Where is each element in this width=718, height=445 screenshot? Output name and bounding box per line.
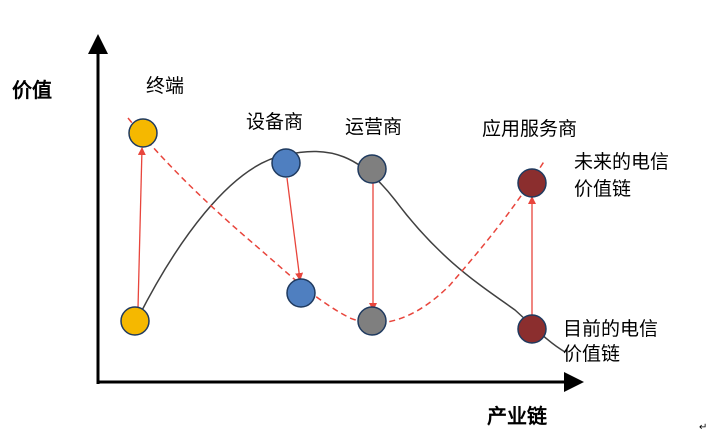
stage-label-equipment: 设备商	[246, 111, 303, 133]
application-future-node	[517, 168, 547, 198]
terminal-current-node	[120, 306, 150, 336]
x-axis-arrowhead	[564, 372, 584, 392]
future-chain-label-line2: 价值链	[574, 178, 631, 200]
stage-label-operator: 运营商	[345, 116, 402, 138]
current-value-chain-curve	[137, 150, 566, 353]
y-axis-arrowhead	[88, 34, 108, 54]
equipment-current-node	[271, 148, 301, 178]
equipment-shift-arrow	[286, 177, 304, 281]
equipment-future-node	[286, 278, 316, 308]
application-current-node	[517, 314, 547, 344]
stage-label-terminal: 终端	[146, 75, 184, 97]
terminal-future-node	[128, 118, 158, 148]
terminal-shift-arrow	[137, 147, 146, 309]
stage-label-application: 应用服务商	[482, 118, 577, 140]
future-value-chain-curve	[127, 117, 546, 324]
current-chain-label-line2: 价值链	[563, 343, 620, 365]
operator-future-node	[357, 306, 387, 336]
future-chain-label-line1: 未来的电信	[574, 151, 669, 173]
current-chain-label-line1: 目前的电信	[563, 318, 658, 340]
operator-current-node	[357, 154, 387, 184]
y-axis-label: 价值	[12, 78, 52, 102]
x-axis-label: 产业链	[487, 404, 548, 428]
return-mark: ↵	[699, 422, 707, 433]
